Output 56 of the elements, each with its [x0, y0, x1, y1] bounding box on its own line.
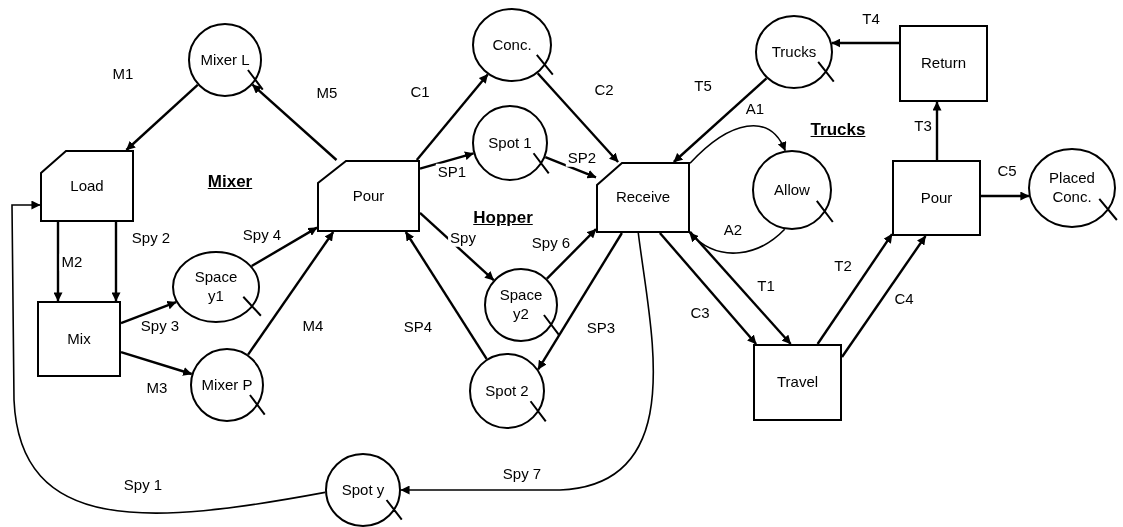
arrow	[111, 222, 121, 302]
arrow	[688, 228, 786, 254]
node-label: Load	[70, 176, 104, 196]
process-box	[892, 160, 981, 236]
arrow	[400, 232, 655, 495]
section-heading: Mixer	[207, 172, 253, 192]
node-label: Space y2	[498, 286, 544, 324]
node-label: Pour	[352, 186, 385, 206]
arrow	[981, 191, 1030, 201]
arrow	[419, 151, 474, 170]
arrow	[841, 235, 927, 358]
node-label: Allow	[773, 180, 811, 200]
arrow	[11, 200, 326, 514]
arrow	[689, 230, 792, 345]
arrow	[544, 156, 597, 179]
node-label: Mixer L	[199, 50, 251, 70]
node-label: Trucks	[770, 42, 818, 62]
arrow	[816, 233, 893, 345]
arrow	[120, 350, 193, 376]
arrow	[404, 231, 488, 360]
node-label: Travel	[776, 373, 819, 392]
arrow	[537, 232, 623, 370]
process-box	[40, 150, 134, 222]
node-label: Receive	[615, 188, 671, 207]
process-box	[899, 25, 988, 102]
arrow	[536, 72, 619, 163]
node-label: Mixer P	[200, 375, 254, 395]
section-heading: Hopper	[473, 208, 533, 228]
arrow	[125, 84, 199, 151]
node-label: Pour	[920, 188, 953, 208]
arrow	[673, 77, 768, 163]
arrow	[247, 231, 335, 356]
node-label: Return	[921, 54, 966, 73]
arrow	[53, 222, 63, 302]
node-label: Conc.	[491, 35, 533, 55]
process-box	[753, 344, 842, 421]
arrow	[546, 228, 597, 280]
process-box	[596, 162, 690, 233]
node-label: Spot 1	[487, 133, 533, 153]
node-label: Placed Conc.	[1048, 169, 1096, 207]
node-label: Spot y	[340, 480, 386, 500]
arrow	[251, 83, 338, 161]
arrow	[932, 101, 942, 160]
arrow	[415, 73, 489, 161]
section-heading: Trucks	[810, 120, 866, 140]
node-label: Mix	[67, 329, 91, 349]
process-box	[37, 301, 121, 377]
node-label: Space y1	[193, 268, 239, 306]
arrow	[659, 232, 757, 345]
arrow	[120, 300, 177, 325]
process-box	[317, 160, 420, 232]
arrow	[831, 38, 899, 48]
arrow	[689, 125, 786, 165]
arrow	[419, 211, 495, 281]
arrow	[251, 226, 318, 268]
node-label: Spot 2	[484, 381, 530, 401]
